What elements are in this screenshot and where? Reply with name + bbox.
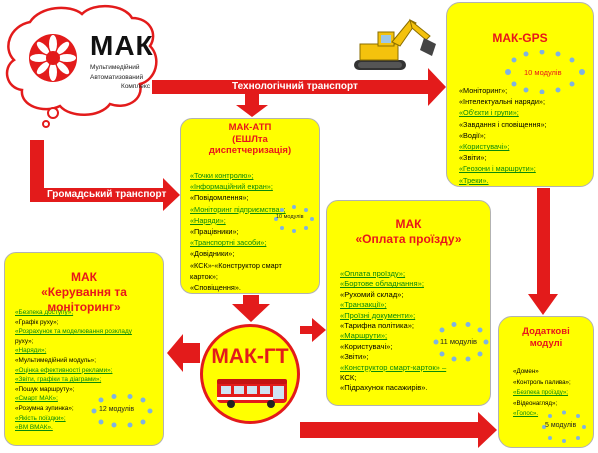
list-item: «Безпека проїзду»;	[513, 389, 569, 396]
list-item: «Моніторинг»;	[459, 86, 508, 95]
list-item: «Об'єкти і групи»;	[459, 108, 519, 118]
arrow-public-transport	[30, 140, 180, 211]
arrow-to-dodatkovi	[300, 412, 497, 448]
list-item: «Наряди»;	[190, 215, 226, 225]
mak-atp-box: МАК-АТП (ЕШЛта диспетчеризація) «Точки к…	[180, 118, 320, 294]
public-transport-label: Громадський транспорт	[47, 189, 167, 200]
list-item: «Користувачі»;	[340, 341, 393, 351]
list-item: «Голос».	[513, 410, 539, 417]
keruvannia-modules-count: 12 модулів	[99, 406, 135, 413]
list-item: карток»;	[190, 271, 218, 281]
keruvannia-modules-ring-icon	[91, 394, 153, 428]
list-item: «Якість поїздки»;	[15, 414, 66, 422]
list-item: «Моніторинг підприємства»;	[190, 204, 286, 214]
gps-modules-ring-icon	[505, 50, 585, 94]
gps-modules-count: 10 модулів	[524, 68, 562, 77]
list-item: «Проїзні документи»;	[340, 310, 416, 320]
list-item: «Довідники»;	[190, 249, 235, 259]
arrow-gt-to-oplata	[300, 318, 326, 342]
list-item: «Розрахунок та моделювання розкладу	[15, 328, 132, 336]
dodatkovi-module-list: «Домен» «Контроль палива»; «Безпека прої…	[513, 367, 571, 420]
list-item: «Завдання і сповіщення»;	[459, 119, 547, 129]
mak-gps-title: МАК-GPS	[492, 31, 548, 45]
list-item: «Звіти, графіки та діаграми»;	[15, 376, 102, 384]
mak-gt-circle: МАК-ГТ	[200, 324, 300, 424]
atp-modules-ring-icon	[274, 205, 314, 233]
list-item: «Наряди»;	[15, 347, 47, 355]
list-item: «Звіти»;	[459, 153, 487, 163]
list-item: руху»;	[15, 337, 34, 345]
list-item: «Геозони і маршрути»;	[459, 164, 536, 174]
tech-transport-label: Технологічний транспорт	[232, 81, 358, 92]
logo-subtitle: Мультимедійний Автоматизований Комплекс	[90, 64, 150, 90]
list-item: «Точки контролю»;	[190, 171, 254, 180]
dodatkovi-modules-ring-icon	[542, 410, 586, 443]
list-item: «Мультимедійний модуль»;	[15, 356, 97, 364]
logo-cloud	[5, 5, 158, 128]
list-item: «Звіти»;	[340, 352, 369, 362]
mak-oplata-title: МАК «Оплата проїзду»	[355, 217, 462, 246]
list-item: «Користувачі»;	[459, 142, 510, 152]
arrow-into-atp	[236, 94, 268, 117]
list-item: «ВМ ВМАК».	[15, 424, 53, 432]
list-item: «Треки».	[459, 175, 489, 185]
dodatkovi-title: Додаткові модулі	[522, 326, 570, 349]
list-item: «Тарифна політика»;	[340, 321, 415, 331]
bus-icon	[217, 379, 287, 408]
list-item: «Розумна зупинка»;	[15, 404, 74, 412]
excavator-icon	[354, 18, 436, 70]
list-item: «Водії»;	[459, 130, 486, 140]
mak-gps-box: МАК-GPS «Моніторинг»; «Інтелектуальні на…	[446, 2, 594, 187]
arrow-gps-down	[528, 188, 558, 315]
list-item: «Рухомий склад»;	[340, 289, 404, 299]
list-item: «Оплата проїзду»;	[340, 269, 406, 278]
list-item: «Пошук маршруту»;	[15, 385, 75, 393]
list-item: «Оцінка ефективності реклами»;	[15, 366, 113, 374]
dodatkovi-box: Додаткові модулі «Домен» «Контроль палив…	[498, 316, 594, 448]
mak-logo-icon	[28, 33, 78, 83]
mak-atp-module-list: «Точки контролю»; «Інформаційний екран»;…	[190, 170, 286, 293]
mak-oplata-box: МАК «Оплата проїзду» «Оплата проїзду»; «…	[326, 200, 491, 406]
list-item: «Транспортні засоби»;	[190, 238, 267, 248]
mak-keruvannia-box: МАК «Керування та моніторинг» «Безпека д…	[4, 252, 164, 446]
arrow-atp-to-gt	[232, 295, 270, 322]
mak-gps-module-list: «Моніторинг»; «Інтелектуальні наряди»; «…	[459, 85, 547, 186]
list-item: «Смарт МАК»;	[15, 395, 58, 403]
list-item: «КСК»-«Конструктор смарт	[190, 260, 282, 270]
list-item: «Інтелектуальні наряди»;	[459, 97, 546, 107]
mak-gt-title: МАК-ГТ	[211, 345, 289, 368]
list-item: «Графік руху»;	[15, 318, 59, 326]
logo-title: МАК	[90, 30, 154, 61]
list-item: «Відеонагляд»;	[513, 399, 558, 407]
list-item: «Безпека доступу»;	[15, 309, 74, 316]
oplata-modules-count: 11 модулів	[440, 337, 478, 346]
list-item: «Сповіщення».	[190, 283, 241, 293]
mak-atp-title: МАК-АТП (ЕШЛта диспетчеризація)	[208, 122, 292, 156]
list-item: «Маршрути»;	[340, 331, 388, 341]
mak-keruvannia-module-list: «Безпека доступу»; «Графік руху»; «Розра…	[15, 308, 132, 433]
arrow-tech-transport	[152, 68, 446, 106]
mak-oplata-module-list: «Оплата проїзду»; «Бортове обладнання»; …	[340, 269, 446, 394]
list-item: «Бортове обладнання»;	[340, 279, 424, 289]
list-item: «Транзакції»;	[340, 300, 387, 310]
list-item: «Конструктор смарт-карток» –	[340, 362, 447, 372]
arrow-gt-to-keruvannia	[167, 334, 200, 372]
list-item: КСК;	[340, 373, 357, 383]
atp-modules-count: 10 модулів	[276, 214, 304, 220]
list-item: «Повідомлення»;	[190, 193, 249, 203]
list-item: «Працівники»;	[190, 227, 239, 237]
list-item: «Інформаційний екран»;	[190, 182, 273, 192]
mak-keruvannia-title: МАК «Керування та моніторинг»	[41, 270, 127, 314]
dodatkovi-modules-count: 5 модулів	[545, 422, 577, 429]
list-item: «Контроль палива»;	[513, 378, 571, 386]
oplata-modules-ring-icon	[433, 322, 489, 362]
list-item: «Домен»	[513, 368, 539, 375]
list-item: «Підрахунок пасажирів».	[340, 383, 428, 393]
